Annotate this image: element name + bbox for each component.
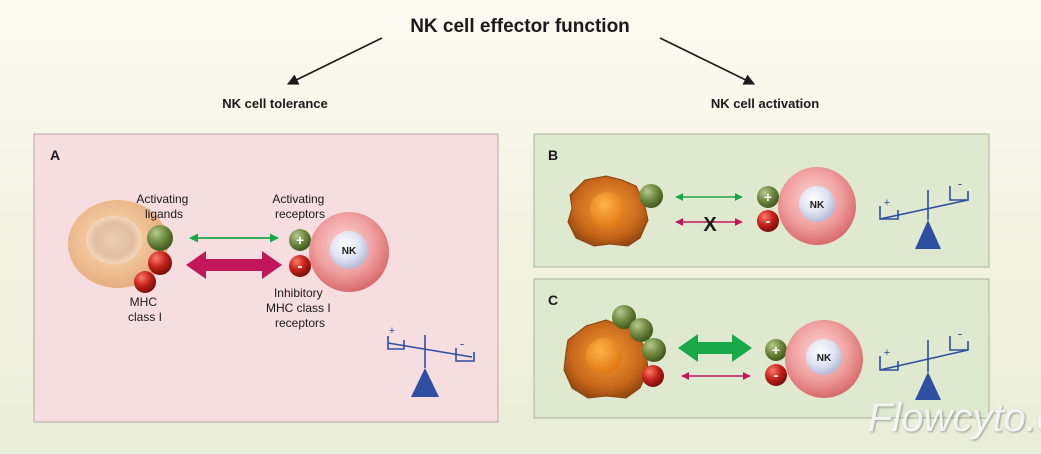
scale-plus-symbol: +	[884, 197, 890, 209]
activating-ligand-sphere	[612, 305, 636, 329]
inhibitory-receptors-label: Inhibitory MHC class I receptors	[266, 286, 334, 330]
scale-minus-symbol: -	[460, 336, 464, 351]
activating-ligand-sphere	[639, 184, 663, 208]
nk-cell-label: NK	[817, 353, 832, 364]
plus-symbol: +	[296, 232, 304, 248]
tumor-cell-nucleus	[586, 338, 622, 374]
minus-symbol: -	[766, 213, 771, 230]
activating-ligand-sphere	[642, 338, 666, 362]
arrow-to-tolerance	[286, 37, 383, 85]
nk-cell-nucleus	[806, 339, 842, 375]
diagram-title: NK cell effector function	[410, 16, 630, 37]
panel-b-letter: B	[548, 147, 558, 163]
activating-ligand-sphere	[629, 318, 653, 342]
nk-cell-nucleus	[799, 186, 835, 222]
nk-cell-label: NK	[810, 200, 825, 211]
minus-symbol: -	[298, 258, 303, 275]
activating-receptor	[757, 186, 779, 208]
plus-symbol: +	[772, 342, 780, 358]
activating-ligand-sphere	[147, 225, 173, 251]
scale-plus-symbol: +	[389, 325, 395, 337]
activating-signal-arrow	[678, 334, 752, 362]
nk-cell-nucleus	[330, 231, 368, 269]
watermark-text: Flowcyto.cn	[868, 396, 1041, 440]
blocked-signal-mark: X	[703, 214, 717, 236]
tumor-cell-nucleus	[590, 192, 626, 228]
branch-activation-label: NK cell activation	[711, 96, 819, 111]
mhc-class-i-sphere	[642, 365, 664, 387]
scale-minus-symbol: -	[958, 176, 962, 191]
inhibitory-signal-arrow	[186, 251, 282, 279]
balance-scale-icon	[879, 186, 969, 249]
nk-cell-label: NK	[342, 246, 357, 257]
inhibitory-receptor	[289, 255, 311, 277]
activating-ligands-label: Activating ligands	[136, 192, 191, 221]
mhc-class-i-sphere	[134, 271, 156, 293]
activating-receptors-label: Activating receptors	[272, 192, 327, 221]
scale-plus-symbol: +	[884, 347, 890, 359]
mhc-class-i-sphere	[148, 251, 172, 275]
panel-a-letter: A	[50, 147, 60, 163]
activating-receptor	[289, 229, 311, 251]
panel-b: B X + - NK + -	[533, 133, 990, 268]
balance-scale-icon	[879, 336, 969, 400]
mhc-class-i-label: MHC class I	[128, 295, 162, 324]
panel-c: C + - NK + -	[533, 278, 990, 419]
activating-receptor	[765, 339, 787, 361]
minus-symbol: -	[774, 367, 779, 384]
scale-minus-symbol: -	[958, 326, 962, 341]
panel-a: A Activating ligands MHC class I + - NK …	[33, 133, 499, 423]
plus-symbol: +	[764, 189, 772, 205]
inhibitory-receptor	[757, 210, 779, 232]
inhibitory-receptor	[765, 364, 787, 386]
branch-tolerance-label: NK cell tolerance	[222, 96, 328, 111]
panel-c-letter: C	[548, 292, 558, 308]
healthy-target-cell-center	[86, 216, 142, 264]
arrow-to-activation	[659, 37, 756, 85]
balance-scale-icon	[387, 335, 475, 397]
